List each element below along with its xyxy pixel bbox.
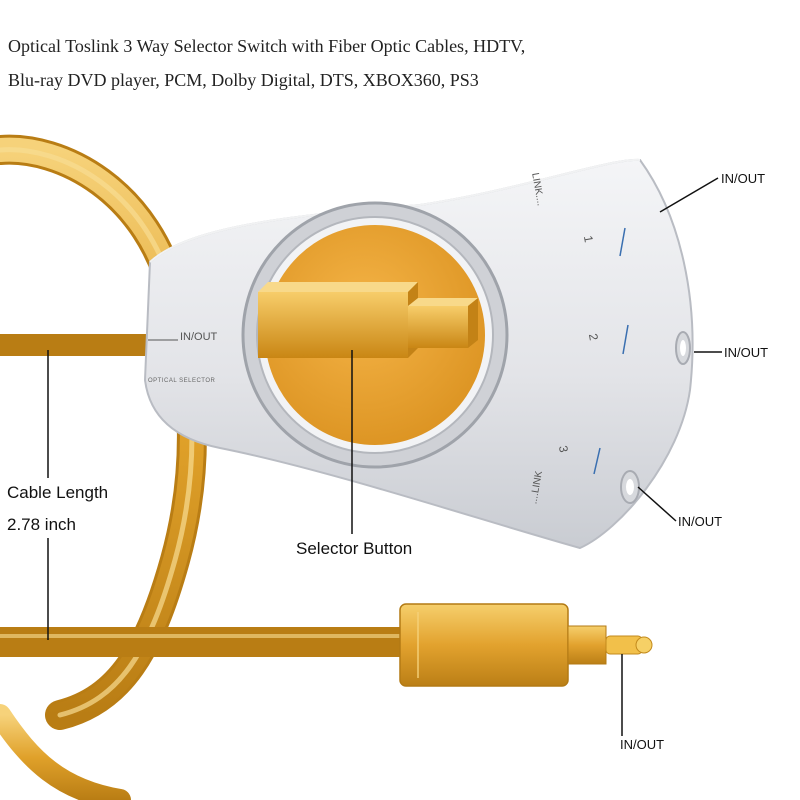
selector-button-callout: Selector Button — [296, 539, 413, 558]
in-out-top-callout: IN/OUT — [721, 171, 766, 186]
product-title-line-2: Blu-ray DVD player, PCM, Dolby Digital, … — [8, 70, 479, 90]
cable-length-label: Cable Length — [7, 483, 109, 502]
product-title-line-1: Optical Toslink 3 Way Selector Switch wi… — [8, 36, 526, 56]
device-in-out-print: IN/OUT — [180, 331, 218, 343]
toslink-plug — [399, 603, 653, 687]
in-out-middle-callout: IN/OUT — [724, 345, 769, 360]
cable-length-value: 2.78 inch — [7, 515, 76, 534]
callout-lines — [47, 177, 722, 736]
in-out-plug-callout: IN/OUT — [620, 737, 665, 752]
in-out-lower-callout: IN/OUT — [678, 514, 723, 529]
device-brand-print: OPTICAL SELECTOR — [148, 378, 216, 384]
selector-knob — [258, 282, 478, 358]
